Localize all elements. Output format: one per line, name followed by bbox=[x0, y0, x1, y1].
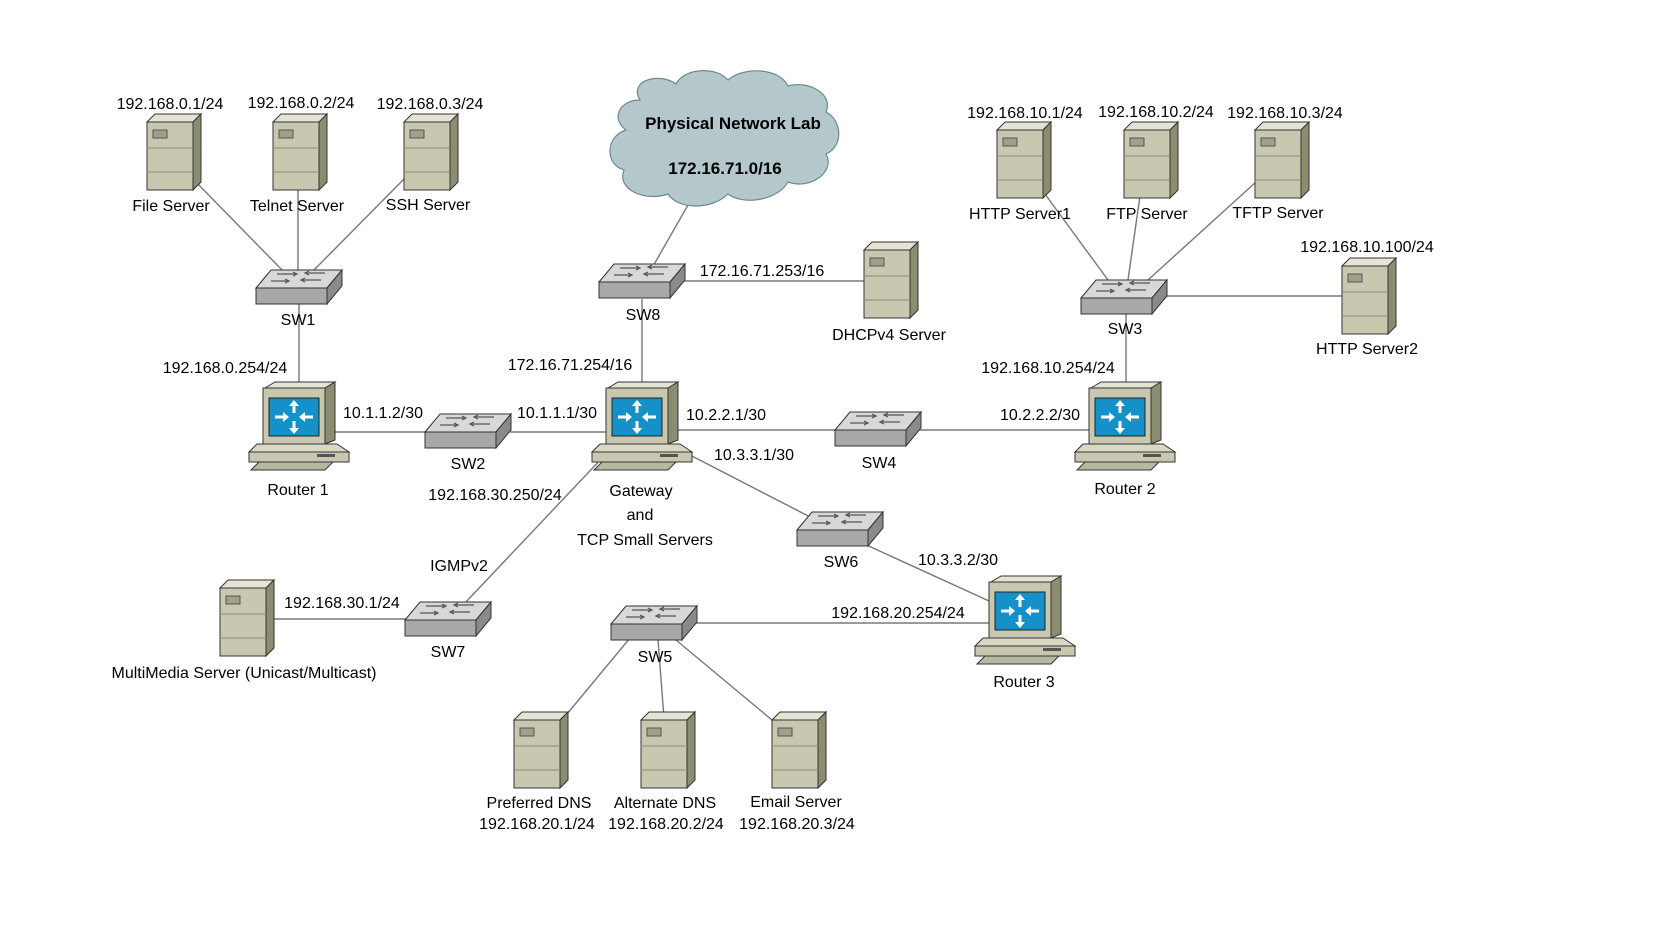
preferred-dns-ip: 192.168.20.1/24 bbox=[479, 816, 595, 833]
r3-lan-ip: 192.168.20.254/24 bbox=[831, 605, 965, 622]
sw5-label: SW5 bbox=[638, 649, 673, 666]
link-cloud-sw8 bbox=[651, 197, 693, 269]
router3-label: Router 3 bbox=[993, 674, 1054, 691]
link-gw-sw6 bbox=[687, 453, 817, 521]
gw-r3-ip: 10.3.3.1/30 bbox=[714, 447, 794, 464]
router3-icon bbox=[973, 574, 1077, 666]
router2-label: Router 2 bbox=[1094, 481, 1155, 498]
alternate-dns-icon bbox=[640, 711, 696, 789]
link-gw-sw7 bbox=[463, 455, 605, 605]
r1-wan-ip: 10.1.1.2/30 bbox=[343, 405, 423, 422]
links bbox=[191, 177, 1344, 721]
alternate-dns-name: Alternate DNS bbox=[614, 795, 716, 812]
telnet-server-name: Telnet Server bbox=[250, 198, 345, 215]
sw7-icon bbox=[404, 601, 492, 637]
sw7-label: SW7 bbox=[431, 644, 466, 661]
file-server-name: File Server bbox=[132, 198, 210, 215]
http-server1-name: HTTP Server1 bbox=[969, 206, 1071, 223]
sw1-label: SW1 bbox=[281, 312, 316, 329]
multimedia-server-name: MultiMedia Server (Unicast/Multicast) bbox=[112, 665, 377, 682]
tftp-server-name: TFTP Server bbox=[1232, 205, 1324, 222]
sw3-label: SW3 bbox=[1108, 321, 1143, 338]
dhcp-server-name: DHCPv4 Server bbox=[832, 327, 946, 344]
file-server-ip: 192.168.0.1/24 bbox=[117, 96, 224, 113]
link-sw5-email bbox=[675, 639, 773, 721]
dhcp-server-ip: 172.16.71.253/16 bbox=[700, 263, 825, 280]
http-server2-ip: 192.168.10.100/24 bbox=[1300, 239, 1434, 256]
tftp-server-icon bbox=[1254, 121, 1310, 199]
r2-wan-ip: 10.2.2.2/30 bbox=[1000, 407, 1080, 424]
physical-network-cloud: Physical Network Lab 172.16.71.0/16 bbox=[609, 70, 840, 207]
sw2-icon bbox=[424, 413, 512, 449]
email-server-name: Email Server bbox=[750, 794, 842, 811]
alternate-dns-ip: 192.168.20.2/24 bbox=[608, 816, 724, 833]
multimedia-server-icon bbox=[219, 579, 275, 657]
r3-wan-ip: 10.3.3.2/30 bbox=[918, 552, 998, 569]
ssh-server-name: SSH Server bbox=[386, 197, 471, 214]
gateway-label-line1: Gateway bbox=[609, 483, 672, 500]
tftp-server-ip: 192.168.10.3/24 bbox=[1227, 105, 1343, 122]
gw-r1-ip: 10.1.1.1/30 bbox=[517, 405, 597, 422]
multimedia-server-ip: 192.168.30.1/24 bbox=[284, 595, 400, 612]
r1-lan-ip: 192.168.0.254/24 bbox=[163, 360, 288, 377]
link-file-sw1 bbox=[191, 177, 285, 273]
sw3-icon bbox=[1080, 279, 1168, 315]
sw1-icon bbox=[255, 269, 343, 305]
sw6-icon bbox=[796, 511, 884, 547]
link-sw5-dns1 bbox=[561, 637, 631, 721]
cloud-title: Physical Network Lab bbox=[645, 114, 821, 133]
igmp-label: IGMPv2 bbox=[430, 558, 488, 575]
cloud-subnet: 172.16.71.0/16 bbox=[668, 159, 781, 178]
http-server2-icon bbox=[1341, 257, 1397, 335]
router1-label: Router 1 bbox=[267, 482, 328, 499]
gateway-router-icon bbox=[590, 380, 694, 472]
sw2-label: SW2 bbox=[451, 456, 486, 473]
http-server2-name: HTTP Server2 bbox=[1316, 341, 1418, 358]
ftp-server-ip: 192.168.10.2/24 bbox=[1098, 104, 1214, 121]
r2-lan-ip: 192.168.10.254/24 bbox=[981, 360, 1115, 377]
telnet-server-icon bbox=[272, 113, 328, 191]
dhcp-server-icon bbox=[863, 241, 919, 319]
http-server1-ip: 192.168.10.1/24 bbox=[967, 105, 1083, 122]
sw4-icon bbox=[834, 411, 922, 447]
ssh-server-ip: 192.168.0.3/24 bbox=[377, 96, 484, 113]
link-sw6-r3 bbox=[861, 542, 1001, 607]
router2-icon bbox=[1073, 380, 1177, 472]
sw5-icon bbox=[610, 605, 698, 641]
telnet-server-ip: 192.168.0.2/24 bbox=[248, 95, 355, 112]
preferred-dns-icon bbox=[513, 711, 569, 789]
link-tftp-sw3 bbox=[1147, 181, 1257, 281]
ftp-server-name: FTP Server bbox=[1106, 206, 1188, 223]
sw4-label: SW4 bbox=[862, 455, 897, 472]
sw8-icon bbox=[598, 263, 686, 299]
preferred-dns-name: Preferred DNS bbox=[487, 795, 592, 812]
gw-sw7-ip: 192.168.30.250/24 bbox=[428, 487, 562, 504]
router1-icon bbox=[247, 380, 351, 472]
sw8-label: SW8 bbox=[626, 307, 661, 324]
file-server-icon bbox=[146, 113, 202, 191]
gateway-label-line3: TCP Small Servers bbox=[577, 532, 713, 549]
link-ssh-sw1 bbox=[313, 177, 406, 271]
email-server-icon bbox=[771, 711, 827, 789]
ssh-server-icon bbox=[403, 113, 459, 191]
link-http1-sw3 bbox=[1041, 189, 1109, 281]
sw6-label: SW6 bbox=[824, 554, 859, 571]
http-server1-icon bbox=[996, 121, 1052, 199]
gw-r2-ip: 10.2.2.1/30 bbox=[686, 407, 766, 424]
gateway-label-line2: and bbox=[627, 507, 654, 524]
link-sw5-dns2 bbox=[657, 639, 665, 719]
link-ftp-sw3 bbox=[1127, 195, 1141, 281]
gw-uplink-ip: 172.16.71.254/16 bbox=[508, 357, 633, 374]
email-server-ip: 192.168.20.3/24 bbox=[739, 816, 855, 833]
ftp-server-icon bbox=[1123, 121, 1179, 199]
